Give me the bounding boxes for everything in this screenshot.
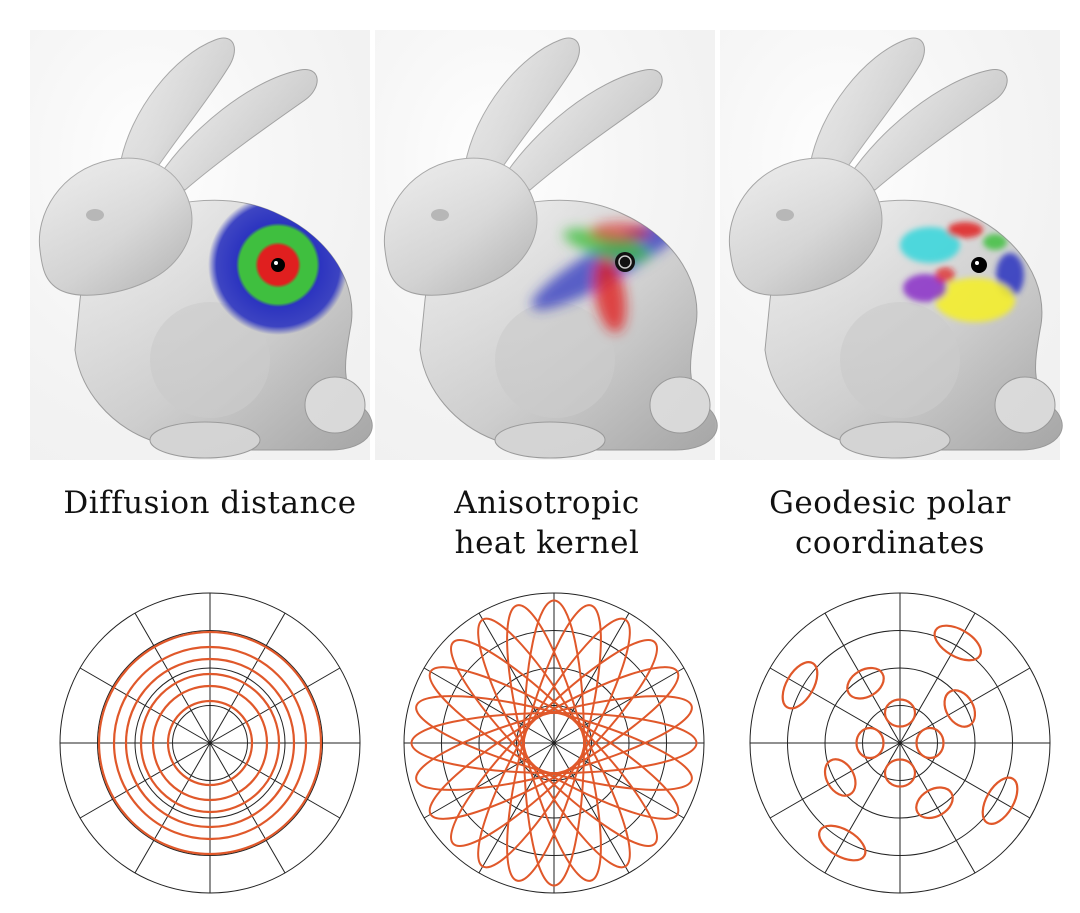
grid-spoke: [209, 612, 286, 744]
grid-spoke: [899, 742, 976, 874]
caption-line: Diffusion distance: [63, 485, 357, 521]
grid-spoke: [553, 742, 685, 819]
caption-diffusion-distance: Diffusion distance: [45, 483, 375, 523]
ring-curve: [112, 645, 308, 841]
patch-curve: [855, 726, 885, 760]
grid-spoke: [769, 742, 901, 819]
bunny-anisotropic-heat-kernel: [374, 29, 718, 461]
polar-plot-geodesic-polar-coordinates: [747, 590, 1053, 896]
patch-curve: [915, 726, 945, 760]
patch-curve: [818, 824, 867, 862]
grid-spoke: [79, 667, 211, 744]
polar-svg: [749, 592, 1051, 894]
grid-spoke: [553, 742, 630, 874]
caption-line: heat kernel: [454, 525, 640, 561]
grid-spoke: [478, 612, 555, 744]
grid-spoke: [553, 667, 685, 744]
grid-spoke: [209, 742, 341, 819]
caption-anisotropic-heat-kernel: Anisotropic heat kernel: [382, 483, 712, 563]
patch-curve: [823, 758, 857, 797]
grid-spoke: [478, 742, 555, 874]
grid-spoke: [899, 742, 1031, 819]
curve-group: [97, 630, 323, 856]
kernel-curve: [415, 695, 693, 791]
ring-curve: [139, 672, 281, 814]
grid-spoke: [824, 742, 901, 874]
grid-spoke: [899, 667, 1031, 744]
caption-line: coordinates: [795, 525, 985, 561]
curve-group: [781, 624, 1019, 862]
polar-grid: [59, 592, 361, 894]
center-point-3: [971, 257, 987, 273]
grid-spoke: [553, 612, 630, 744]
caption-line: Anisotropic: [454, 485, 640, 521]
grid-spoke: [824, 612, 901, 744]
patch-curve: [981, 776, 1019, 825]
grid-spoke: [769, 667, 901, 744]
center-point-1: [271, 258, 285, 272]
patch-curve: [943, 689, 977, 728]
ring-curve: [97, 630, 323, 856]
caption-geodesic-polar-coordinates: Geodesic polar coordinates: [725, 483, 1055, 563]
ring-curve: [151, 684, 269, 802]
polar-plot-diffusion-distance: [57, 590, 363, 896]
polar-plot-anisotropic-heat-kernel: [401, 590, 707, 896]
grid-spoke: [79, 742, 211, 819]
grid-spoke: [423, 742, 555, 819]
polar-svg: [403, 592, 705, 894]
bunny-geodesic-polar-coordinates: [719, 29, 1063, 461]
patch-curve: [883, 758, 917, 788]
polar-grid: [403, 592, 705, 894]
patch-curve: [883, 698, 917, 728]
ring-curve: [124, 657, 296, 829]
bunny-diffusion-distance: [29, 29, 373, 461]
grid-spoke: [134, 742, 211, 874]
grid-spoke: [134, 612, 211, 744]
patch-curve: [846, 666, 885, 700]
patch-curve: [933, 624, 982, 662]
polar-grid: [749, 592, 1051, 894]
grid-spoke: [423, 667, 555, 744]
patch-curve: [781, 661, 819, 710]
curve-group: [410, 599, 698, 887]
caption-line: Geodesic polar: [769, 485, 1011, 521]
grid-spoke: [209, 667, 341, 744]
polar-svg: [59, 592, 361, 894]
ring-curve: [166, 699, 254, 787]
center-point-2: [618, 255, 632, 269]
grid-spoke: [209, 742, 286, 874]
grid-spoke: [899, 612, 976, 744]
patch-curve: [915, 786, 954, 820]
